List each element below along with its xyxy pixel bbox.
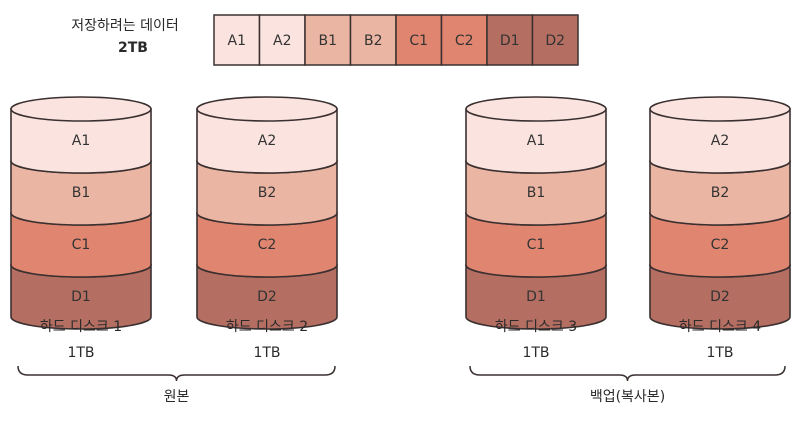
- disk-block-label: B1: [72, 185, 91, 201]
- disk-block-label: D2: [257, 289, 277, 305]
- data-caption-size: 2TB: [118, 40, 148, 56]
- disk-block-label: C1: [72, 237, 91, 253]
- disk-block-top: [466, 97, 606, 121]
- disk-name: 하드 디스크 1: [40, 319, 122, 335]
- disk-capacity: 1TB: [522, 345, 549, 361]
- data-segment-label: A2: [273, 33, 291, 49]
- disk-block-label: D1: [526, 289, 546, 305]
- disk-block-label: D1: [71, 289, 91, 305]
- disk-block-top: [650, 97, 790, 121]
- disk-block-label: A2: [258, 133, 276, 149]
- hard-disk-2: D2 C2 B2 A2 하드 디스크 2 1TB: [197, 97, 337, 361]
- data-segment-label: C1: [409, 33, 428, 49]
- disk-block-label: A1: [527, 133, 545, 149]
- disk-block-label: B2: [258, 185, 277, 201]
- group-braces: 원본 백업(복사본): [18, 366, 785, 405]
- hard-disk-1: D1 C1 B1 A1 하드 디스크 1 1TB: [11, 97, 151, 361]
- data-segment-label: A1: [228, 33, 246, 49]
- disk-capacity: 1TB: [67, 345, 94, 361]
- disk-block-label: B1: [527, 185, 546, 201]
- hard-disk-3: D1 C1 B1 A1 하드 디스크 3 1TB: [466, 97, 606, 361]
- disk-block-label: C2: [258, 237, 277, 253]
- data-segment-label: B1: [318, 33, 337, 49]
- disk-block-top: [197, 97, 337, 121]
- disk-capacity: 1TB: [706, 345, 733, 361]
- hard-disk-4: D2 C2 B2 A2 하드 디스크 4 1TB: [650, 97, 790, 361]
- disk-block-label: A1: [72, 133, 90, 149]
- data-segment-label: D2: [545, 33, 565, 49]
- group-brace: [470, 366, 785, 381]
- disk-name: 하드 디스크 3: [495, 319, 577, 335]
- group-label: 원본: [164, 389, 190, 405]
- disk-block-label: B2: [711, 185, 730, 201]
- disk-block-top: [11, 97, 151, 121]
- disk-name: 하드 디스크 2: [226, 319, 308, 335]
- data-strip: A1 A2 B1 B2 C1 C2 D1 D2: [214, 15, 578, 65]
- group-brace: [18, 366, 335, 381]
- data-segment-label: C2: [455, 33, 474, 49]
- group-label: 백업(복사본): [590, 389, 665, 405]
- disk-capacity: 1TB: [253, 345, 280, 361]
- data-caption-title: 저장하려는 데이터: [71, 18, 179, 34]
- disk-block-label: A2: [711, 133, 729, 149]
- disk-block-label: D2: [710, 289, 730, 305]
- disk-block-label: C1: [527, 237, 546, 253]
- data-segment-label: D1: [500, 33, 520, 49]
- disk-name: 하드 디스크 4: [679, 319, 761, 335]
- disk-block-label: C2: [711, 237, 730, 253]
- data-segment-label: B2: [364, 33, 383, 49]
